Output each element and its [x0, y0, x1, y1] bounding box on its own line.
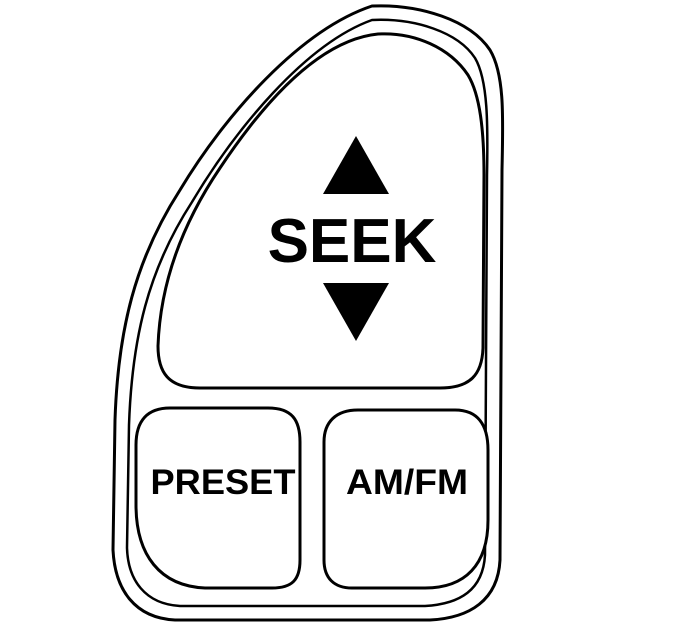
am-fm-button[interactable]	[322, 408, 490, 590]
triangle-up-icon[interactable]	[323, 136, 389, 194]
seek-label: SEEK	[268, 207, 437, 276]
am-fm-label: AM/FM	[346, 463, 468, 502]
triangle-down-icon[interactable]	[323, 283, 389, 341]
preset-label: PRESET	[151, 463, 296, 502]
preset-button[interactable]	[134, 406, 302, 590]
seek-button[interactable]	[156, 32, 486, 390]
